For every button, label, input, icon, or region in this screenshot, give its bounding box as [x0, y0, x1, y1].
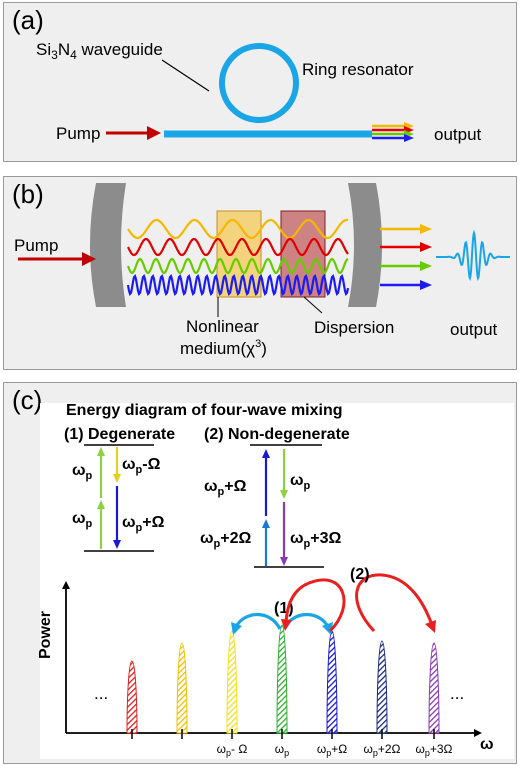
tick-label-4: ωp+2Ω: [363, 742, 400, 758]
deg-idler-down-head: [113, 540, 121, 549]
power-axis-label: Power: [37, 611, 54, 659]
left-mirror: [90, 183, 126, 307]
cavity-wave-1: [127, 218, 349, 240]
arc1-left-head: [231, 622, 242, 635]
nonlinear-label-line2: medium(χ3): [180, 338, 267, 358]
nonlinear-label-line1: Nonlinear: [186, 317, 259, 336]
nd-up-2-head: [262, 519, 270, 528]
pump-label-a: Pump: [56, 124, 100, 143]
dispersion-pointer-line: [303, 296, 323, 314]
panel-b: (b) Pump Nonlinear medium(χ3) Dispersion…: [3, 176, 517, 370]
nd-label-bottom-left: ωp+2Ω: [200, 530, 251, 550]
panel-c: (c) Energy diagram of four-wave mixing (…: [3, 382, 517, 764]
y-axis-arrow: [62, 581, 70, 589]
energy-labels: ωp ωp-Ω ωp ωp+Ω ωp+Ω ωp ωp+2Ω ωp+3Ω: [72, 456, 341, 550]
panel-c-label: (c): [12, 385, 42, 415]
spectral-line-4: [276, 624, 288, 734]
cavity-waves: [126, 218, 350, 296]
arc2-label: (2): [350, 566, 370, 583]
arc1-left: [234, 613, 282, 630]
spectral-line-3: [226, 630, 238, 734]
right-mirror: [348, 183, 382, 307]
deg-pump-up-2-head: [97, 500, 105, 509]
nd-label-top-right: ωp: [290, 472, 311, 492]
nd-up-1-head: [262, 449, 270, 458]
arc2-right-head: [425, 620, 436, 633]
output-pulse: [436, 229, 510, 282]
energy-arrows: [97, 447, 288, 566]
arc2-left: [284, 578, 346, 633]
output-label-a: output: [434, 125, 482, 144]
nd-down-2-head: [280, 557, 288, 566]
spectral-line-2: [176, 642, 188, 734]
panel-a-label: (a): [12, 5, 44, 35]
dots-right: ...: [450, 684, 464, 703]
deg-label-top-right: ωp-Ω: [122, 456, 161, 476]
panel-a-canvas: (a) Si3N4 waveguide Ring resonator Pump …: [12, 5, 482, 144]
tick-label-3: ωp+Ω: [317, 742, 347, 758]
pump-arrow-a: [106, 126, 161, 140]
panel-b-label: (b): [12, 179, 44, 209]
waveguide-label: Si3N4 waveguide: [36, 40, 163, 62]
deg-label-omega-p-top: ωp: [72, 462, 93, 482]
degenerate-heading: (1) Degenerate: [64, 426, 175, 443]
spectral-line-1: [126, 660, 138, 734]
output-arrows-a: [372, 122, 414, 142]
tick-label-1: ωp- Ω: [217, 742, 248, 758]
ring-resonator-label: Ring resonator: [302, 60, 414, 79]
nd-label-bottom-right: ωp+3Ω: [290, 530, 341, 550]
cavity-wave-4: [126, 274, 350, 296]
pump-arrow-b: [18, 252, 96, 266]
dots-left: ...: [94, 684, 108, 703]
deg-label-omega-p-bottom: ωp: [72, 510, 93, 530]
arc2-right: [355, 573, 434, 633]
nd-down-1-head: [280, 490, 288, 499]
pump-label-b: Pump: [14, 236, 58, 255]
nd-label-top-left: ωp+Ω: [204, 478, 247, 498]
tick-label-2: ωp: [275, 742, 289, 758]
x-axis-arrow: [474, 729, 482, 737]
omega-axis-label: ω: [480, 736, 494, 753]
spectral-line-6: [376, 640, 388, 734]
deg-pump-up-1-head: [97, 447, 105, 456]
dispersion-label: Dispersion: [314, 318, 394, 337]
output-arrows-b: [380, 224, 432, 290]
arc1-right-head: [322, 622, 333, 635]
panel-c-canvas: (c) Energy diagram of four-wave mixing (…: [12, 385, 514, 759]
cavity-wave-3: [126, 257, 349, 275]
cavity-wave-2: [127, 237, 349, 257]
deg-label-bottom-right: ωp+Ω: [122, 514, 165, 534]
spectral-line-7: [428, 642, 440, 734]
ring-resonator: [219, 43, 299, 123]
output-label-b: output: [450, 320, 498, 339]
waveguide-pointer-line: [161, 59, 210, 92]
nondegenerate-heading: (2) Non-degenerate: [204, 426, 350, 443]
panel-b-canvas: (b) Pump Nonlinear medium(χ3) Dispersion…: [12, 179, 510, 358]
panel-a: (a) Si3N4 waveguide Ring resonator Pump …: [3, 2, 517, 162]
fwm-title: Energy diagram of four-wave mixing: [66, 402, 343, 419]
tick-label-5: ωp+3Ω: [415, 742, 452, 758]
arc2-left-head: [281, 619, 292, 631]
deg-signal-down-head: [113, 474, 121, 483]
